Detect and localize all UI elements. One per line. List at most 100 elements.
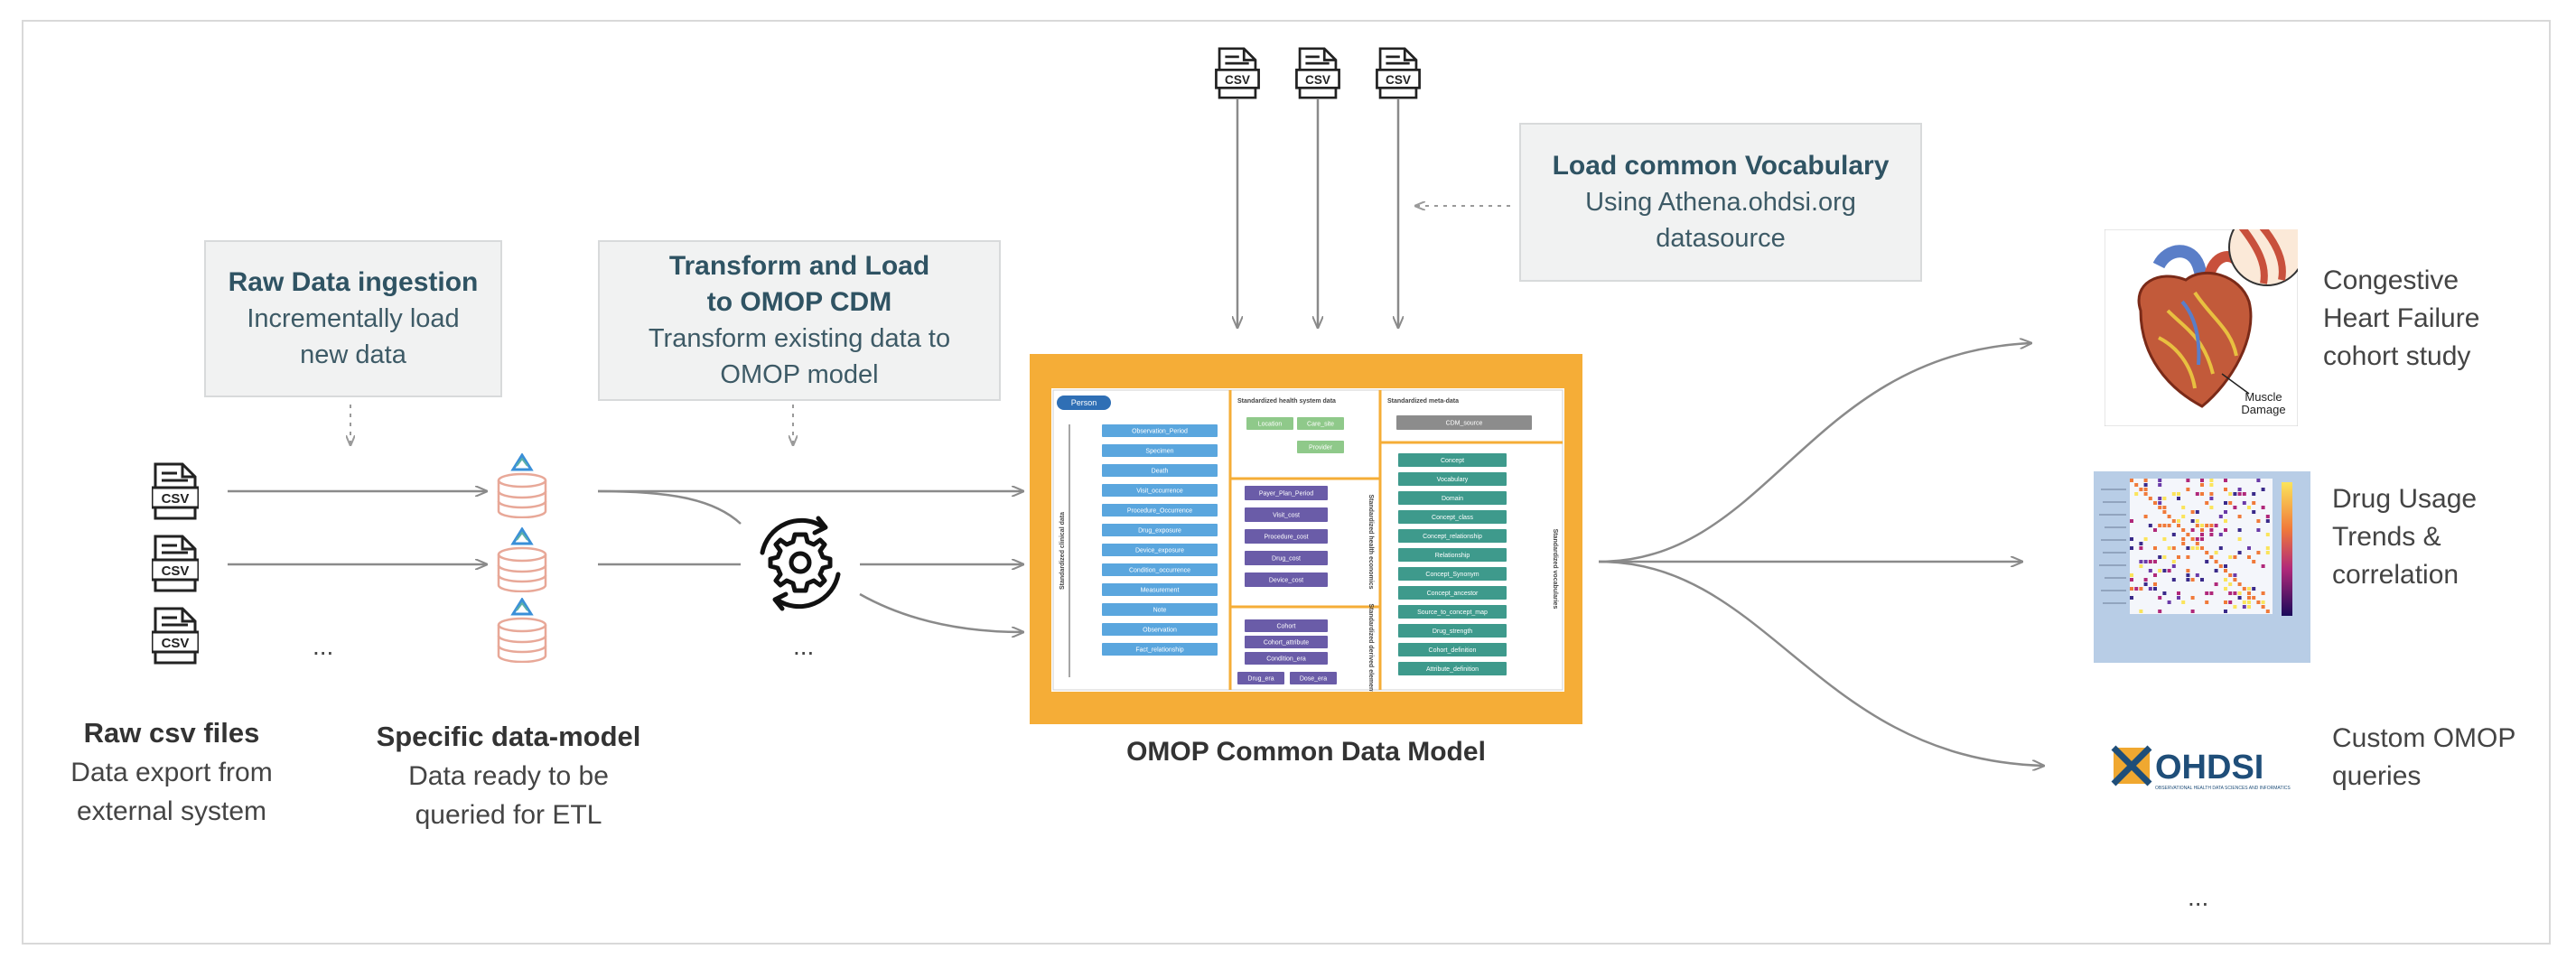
heart-caption1: Muscle [2245,390,2282,404]
custom-line1: Custom OMOP [2332,723,2516,753]
heatmap-cell [2171,564,2176,568]
heatmap-cell [2233,492,2237,496]
heatmap-cell [2228,591,2233,595]
csv-file-icon: CSV [1376,47,1421,99]
heatmap-cell [2247,596,2251,600]
heatmap-cell [2190,510,2195,514]
omop-economics-table: Drug_cost [1245,551,1328,565]
heatmap-cell [2162,555,2167,559]
heatmap-cell [2190,528,2195,532]
heatmap-cell [2261,564,2265,568]
heatmap-cell [2139,560,2143,563]
heatmap-cell [2186,546,2190,550]
heatmap-cell [2143,515,2148,518]
heatmap-cell [2265,551,2270,554]
transform-title2: to OMOP CDM [706,287,892,317]
omop-section-economics: Standardized health economics [1367,494,1374,589]
heatmap-cell [2130,519,2133,523]
svg-text:Condition_occurrence: Condition_occurrence [1129,567,1190,573]
heatmap-cell [2252,501,2256,505]
transform-box: Transform and Load to OMOP CDM Transform… [598,240,1001,401]
svg-text:Device_cost: Device_cost [1269,577,1303,583]
heatmap-cell [2218,533,2223,536]
csv-icon-text: CSV [162,636,190,651]
omop-derived-table: Drug_era [1237,672,1284,684]
gear-sync-icon [746,509,854,618]
custom-line2: queries [2332,761,2422,791]
svg-text:Note: Note [1153,607,1167,613]
heatmap-cell [2143,483,2148,487]
heatmap-cell [2181,506,2186,509]
heatmap-cell [2233,573,2237,577]
heatmap-cell [2200,546,2204,550]
heatmap-cell [2242,501,2246,505]
heatmap-cell [2181,542,2186,545]
heatmap-cell [2186,479,2190,482]
heatmap-cell [2261,488,2265,491]
heatmap-cell [2200,533,2204,536]
chf-line1: Congestive [2323,265,2459,295]
omop-clinical-table: Condition_occurrence [1102,563,1218,576]
vocabulary-box: Load common Vocabulary Using Athena.ohds… [1519,123,1922,282]
database-icon [497,527,547,592]
heatmap-cell [2228,555,2233,559]
omop-health-system-table: Provider [1297,441,1344,453]
heatmap-cell [2228,600,2233,604]
arrow-omop-custom [1598,560,2043,766]
heatmap-cell [2247,600,2251,604]
heatmap-cell [2158,506,2162,509]
heatmap-cell [2162,506,2167,509]
heatmap-cell [2190,578,2195,582]
heatmap-cell [2214,560,2218,563]
heatmap-cell [2139,546,2143,550]
omop-section-clinical: Standardized clinical data [1059,512,1066,590]
heatmap-cell [2237,596,2242,600]
omop-clinical-table: Drug_exposure [1102,524,1218,536]
csv-file-icon: CSV [152,535,199,592]
heatmap-cell [2134,483,2139,487]
svg-text:Observation_Period: Observation_Period [1132,428,1188,434]
heatmap-cell [2158,555,2162,559]
heatmap-cell [2153,501,2157,505]
omop-economics-table: Device_cost [1245,572,1328,587]
correlation-heatmap-thumbnail [2094,471,2310,663]
svg-text:Concept_Synonym: Concept_Synonym [1425,572,1479,578]
svg-text:Death: Death [1152,468,1169,474]
svg-text:Procedure_Occurrence: Procedure_Occurrence [1127,507,1192,514]
heatmap-cell [2143,560,2148,563]
heatmap-cell [2200,483,2204,487]
drug-output-text: Drug Usage Trends & correlation [2332,480,2477,594]
heatmap-cell [2237,528,2242,532]
heatmap-cell [2209,497,2214,500]
heatmap-cell [2233,578,2237,582]
heatmap-cell [2247,587,2251,591]
heatmap-cell [2148,560,2152,563]
heatmap-cell [2224,501,2227,505]
heatmap-cell [2195,542,2199,545]
svg-text:Vocabulary: Vocabulary [1437,477,1469,483]
omop-clinical-table: Note [1102,603,1218,616]
omop-clinical-table: Fact_relationship [1102,643,1218,656]
omop-economics-table: Visit_cost [1245,507,1328,522]
heatmap-cell [2167,569,2171,572]
heatmap-cell [2153,582,2157,586]
heatmap-cell [2177,596,2180,600]
raw-csv-line2: external system [76,796,267,826]
heatmap-cell [2214,551,2218,554]
heatmap-cell [2158,569,2162,572]
svg-text:Cohort: Cohort [1276,623,1295,629]
heatmap-cell [2177,591,2180,595]
heatmap-cell [2162,537,2167,541]
heatmap-cell [2237,591,2242,595]
svg-text:Drug_era: Drug_era [1247,675,1274,682]
heatmap-cell [2237,515,2242,518]
heatmap-cell [2205,600,2209,604]
heatmap-cell [2190,546,2195,550]
heatmap-cell [2200,578,2204,582]
omop-economics-table: Payer_Plan_Period [1245,486,1328,500]
heatmap-cell [2139,564,2143,568]
heatmap-cell [2247,546,2251,550]
heatmap-cell [2158,497,2162,500]
omop-vocab-table: Drug_strength [1398,624,1507,638]
